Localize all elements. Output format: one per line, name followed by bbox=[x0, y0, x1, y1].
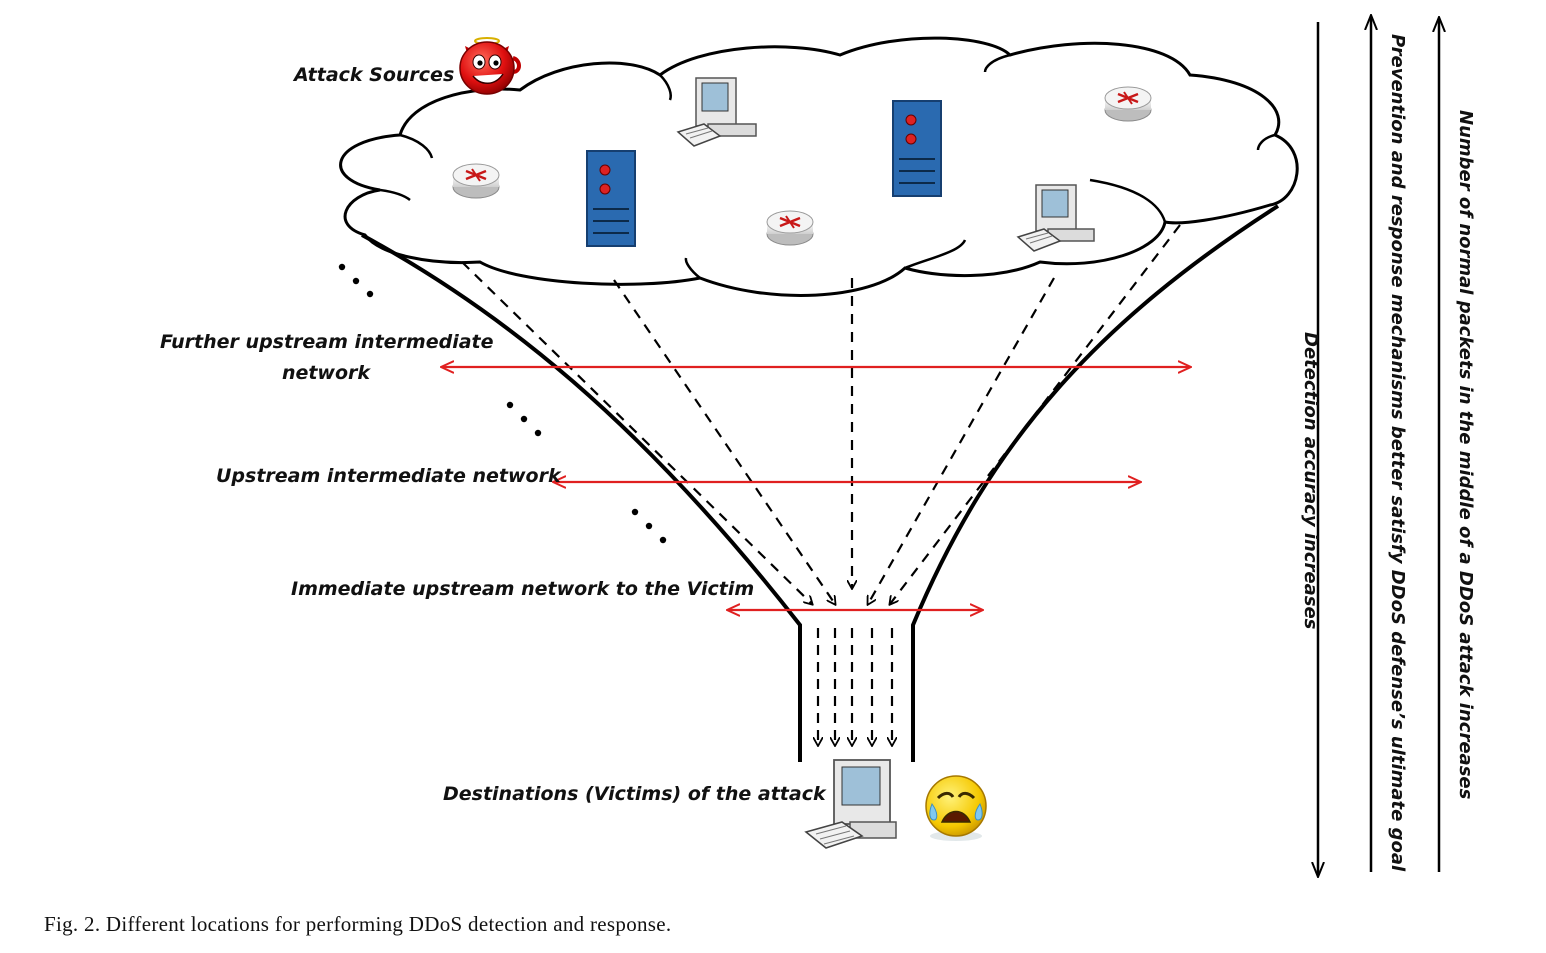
ellipsis-dots bbox=[338, 263, 667, 544]
attack-traffic-arrows bbox=[461, 224, 1181, 604]
victim-computer-icon bbox=[804, 759, 897, 849]
further-upstream-label-line1: Further upstream intermediate bbox=[160, 331, 494, 353]
neck-traffic-arrows bbox=[818, 628, 892, 745]
immediate-upstream-label: Immediate upstream network to the Victim bbox=[291, 578, 755, 600]
computer-icon bbox=[676, 77, 757, 147]
further-upstream-label-line2: network bbox=[281, 362, 371, 384]
destinations-label: Destinations (Victims) of the attack bbox=[443, 783, 826, 805]
computer-icon bbox=[1016, 184, 1095, 252]
server-icon bbox=[586, 150, 636, 247]
funnel-left-wall bbox=[361, 233, 802, 762]
funnel-right-wall bbox=[911, 204, 1280, 762]
normal-packets-label: Number of normal packets in the middle o… bbox=[1455, 110, 1476, 800]
detection-accuracy-label: Detection accuracy increases bbox=[1300, 332, 1321, 630]
server-icon bbox=[892, 100, 942, 197]
router-icon bbox=[1104, 86, 1152, 122]
figure-caption: Fig. 2. Different locations for performi… bbox=[44, 912, 672, 936]
router-icon bbox=[766, 210, 814, 246]
prevention-response-label: Prevention and response mechanisms bette… bbox=[1387, 34, 1408, 872]
upstream-label: Upstream intermediate network bbox=[216, 465, 561, 487]
devil-icon bbox=[459, 37, 521, 95]
router-icon bbox=[452, 163, 500, 199]
crying-face-icon bbox=[925, 775, 987, 841]
attack-sources-label: Attack Sources bbox=[294, 64, 455, 86]
